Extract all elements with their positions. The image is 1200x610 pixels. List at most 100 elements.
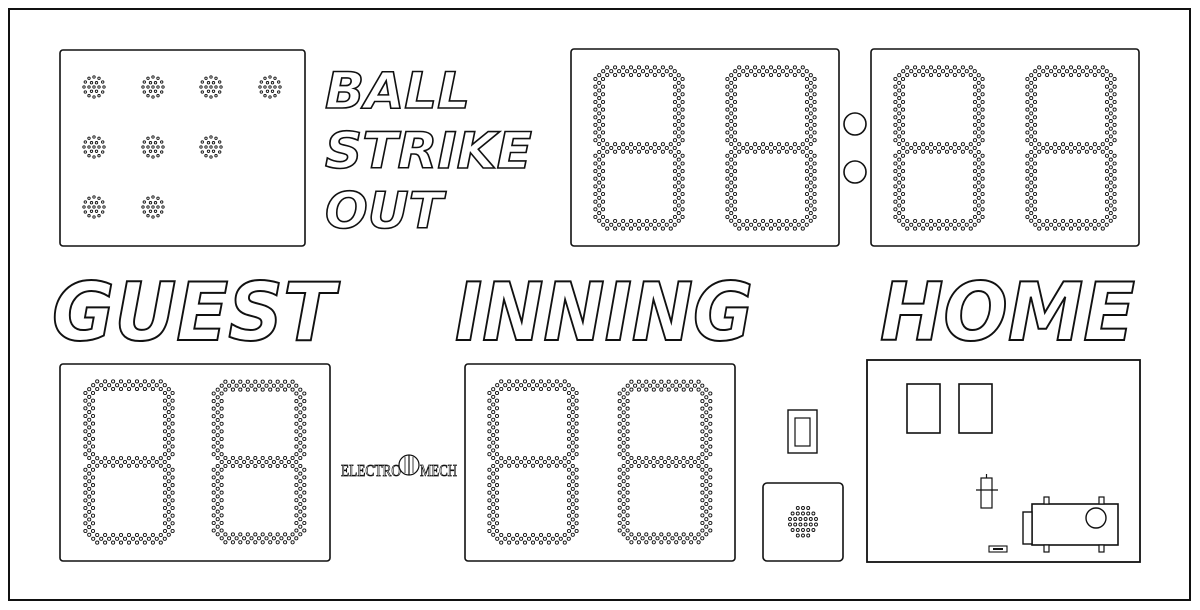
- segment-dot: [900, 199, 906, 204]
- lamp-dot: [214, 145, 218, 149]
- segment-dot: [976, 141, 981, 147]
- segment-dot: [294, 520, 299, 526]
- segment-dot: [570, 425, 575, 430]
- segment-dot: [134, 540, 140, 545]
- colon-dot-upper: [843, 112, 867, 136]
- segment-dot: [570, 502, 575, 507]
- lamp-dot: [160, 210, 164, 214]
- lamp-dot: [209, 155, 213, 159]
- segment-dot: [494, 398, 500, 403]
- segment-dot: [674, 463, 679, 469]
- segment-dot: [708, 391, 713, 396]
- segment-dot: [897, 149, 902, 155]
- segment-dot: [494, 475, 500, 480]
- segment-dot: [90, 452, 96, 457]
- segment-dot: [1037, 65, 1042, 70]
- segment-dot: [570, 433, 575, 438]
- segment-dot: [808, 157, 813, 162]
- segment-dot: [644, 149, 650, 154]
- segment-dot: [1053, 218, 1058, 224]
- lamp-dot: [156, 136, 160, 140]
- segment-dot: [670, 383, 675, 388]
- segment-dot: [1108, 119, 1113, 124]
- segment-dot: [268, 532, 273, 537]
- lamp-dot: [83, 90, 87, 94]
- segment-dot: [600, 115, 606, 120]
- segment-dot: [804, 84, 810, 89]
- segment-dot: [1112, 161, 1117, 166]
- segment-dot: [625, 383, 630, 388]
- segment-dot: [808, 218, 813, 223]
- segment-dot: [725, 214, 730, 220]
- segment-dot: [566, 429, 572, 434]
- segment-dot: [668, 142, 673, 147]
- segment-dot: [87, 502, 92, 507]
- segment-dot: [812, 176, 817, 181]
- segment-dot: [674, 540, 679, 545]
- segment-dot: [672, 122, 678, 127]
- clock-panel-right: [870, 48, 1140, 247]
- grille-hole: [806, 511, 811, 516]
- segment-dot: [495, 536, 500, 541]
- segment-dot: [487, 406, 492, 411]
- segment-dot: [708, 467, 713, 472]
- segment-dot: [215, 486, 220, 491]
- segment-dot: [562, 463, 567, 468]
- segment-dot: [753, 149, 758, 154]
- segment-dot: [111, 540, 116, 545]
- segment-dot: [808, 111, 813, 116]
- segment-dot: [745, 142, 750, 147]
- lamp-dot: [87, 76, 91, 80]
- segment-dot: [1053, 142, 1058, 147]
- inning-digit-1: [487, 379, 579, 545]
- segment-dot: [636, 540, 641, 545]
- segment-dot: [249, 383, 254, 388]
- segment-dot: [812, 122, 817, 127]
- segment-dot: [1108, 134, 1113, 139]
- segment-dot: [621, 479, 626, 484]
- segment-dot: [1032, 153, 1038, 158]
- segment-dot: [621, 149, 626, 154]
- segment-dot: [597, 141, 602, 147]
- segment-dot: [704, 532, 709, 537]
- segment-dot: [976, 103, 981, 108]
- segment-dot: [566, 436, 572, 441]
- segment-dot: [286, 383, 291, 388]
- lamp-dot: [142, 90, 146, 94]
- segment-dot: [99, 536, 104, 541]
- segment-dot: [600, 99, 606, 105]
- segment-dot: [812, 138, 817, 143]
- segment-dot: [522, 463, 528, 468]
- segment-dot: [917, 222, 922, 227]
- segment-dot: [617, 528, 622, 533]
- segment-dot: [283, 455, 288, 461]
- segment-dot: [302, 490, 307, 495]
- lamp-dot: [97, 196, 101, 200]
- segment-dot: [1025, 122, 1030, 127]
- segment-dot: [494, 436, 500, 441]
- segment-dot: [107, 536, 112, 541]
- grille-hole: [790, 528, 795, 532]
- segment-dot: [652, 142, 657, 147]
- segment-dot: [897, 103, 902, 108]
- segment-dot: [737, 142, 742, 147]
- segment-dot: [621, 402, 626, 407]
- segment-dot: [593, 207, 598, 212]
- segment-dot: [921, 149, 926, 154]
- segment-dot: [566, 498, 572, 503]
- segment-dot: [812, 115, 817, 120]
- lamp-dot: [97, 214, 101, 218]
- segment-dot: [760, 65, 766, 70]
- segment-dot: [672, 107, 678, 112]
- segment-dot: [808, 119, 813, 124]
- lamp-dot: [141, 145, 145, 149]
- segment-dot: [636, 72, 642, 78]
- power-switch-toggle: [794, 417, 811, 447]
- segment-dot: [118, 463, 124, 468]
- segment-dot: [260, 379, 265, 384]
- segment-dot: [628, 226, 634, 231]
- segment-dot: [494, 528, 500, 534]
- segment-dot: [921, 72, 926, 78]
- segment-dot: [897, 141, 902, 147]
- segment-dot: [1033, 222, 1038, 227]
